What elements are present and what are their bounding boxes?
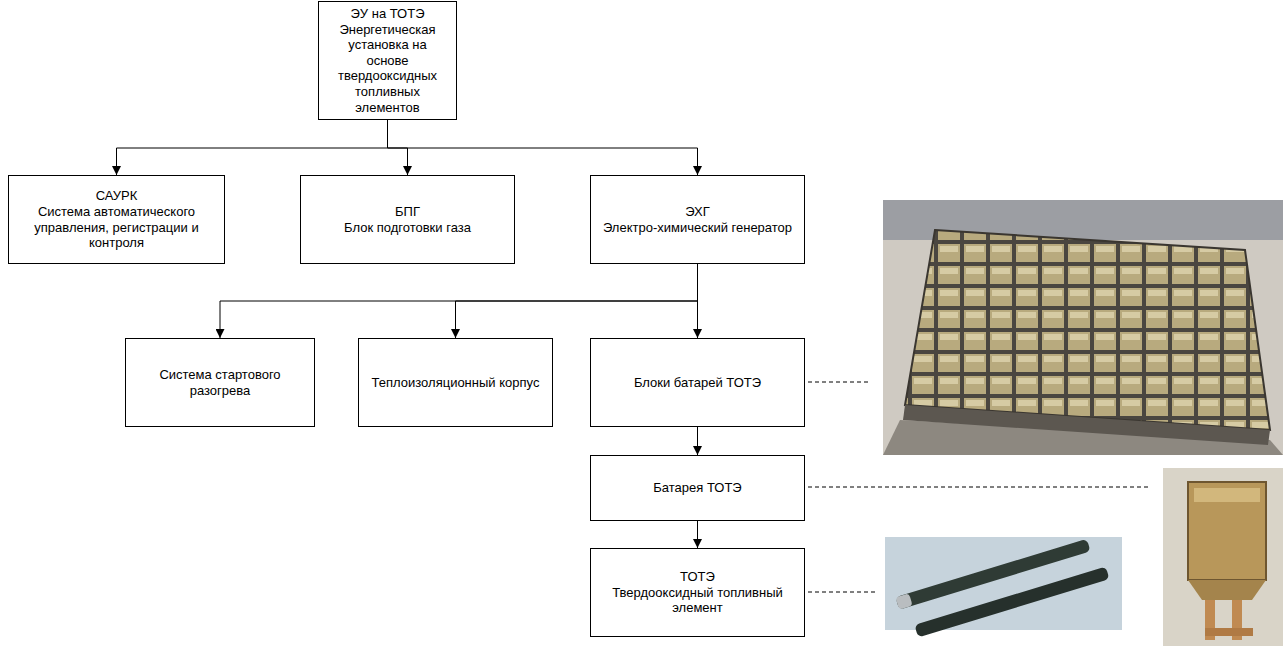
process-box: ТОТЭТвердооксидный топливный элемент xyxy=(590,548,805,637)
process-box: Теплоизоляционный корпус xyxy=(358,338,553,427)
box-title: САУРК xyxy=(96,188,138,204)
box-title: ЭУ на ТОТЭ xyxy=(351,6,425,22)
box-title: Батарея ТОТЭ xyxy=(653,480,741,496)
box-title: БПГ xyxy=(395,204,420,220)
process-box: ЭУ на ТОТЭЭнергетическая установка на ос… xyxy=(318,1,457,120)
box-text: Энергетическая установка на основе тверд… xyxy=(327,22,448,116)
battery-photo xyxy=(1163,468,1283,646)
connector-arrow xyxy=(697,521,698,548)
connector-arrow xyxy=(697,264,698,338)
connector-arrow xyxy=(220,264,698,338)
process-box: Блоки батарей ТОТЭ xyxy=(590,338,805,427)
leader-lines xyxy=(808,382,1150,592)
process-box: БПГБлок подготовки газа xyxy=(300,175,515,264)
box-text: Система автоматического управления, реги… xyxy=(17,204,216,251)
process-box: ЭХГЭлектро-химический генератор xyxy=(590,175,805,264)
box-text: Электро-химический генератор xyxy=(603,220,792,236)
box-title: Система стартового разогрева xyxy=(134,367,306,398)
box-title: ТОТЭ xyxy=(680,569,715,585)
process-box: САУРКСистема автоматического управления,… xyxy=(8,175,225,264)
connector-arrow xyxy=(117,120,388,175)
connector-arrow xyxy=(697,427,698,455)
box-text: Твердооксидный топливный элемент xyxy=(599,585,796,616)
box-title: ЭХГ xyxy=(685,204,710,220)
connector-arrow xyxy=(388,120,698,175)
leader-line xyxy=(808,592,876,593)
box-title: Блоки батарей ТОТЭ xyxy=(634,375,761,391)
connector-arrow xyxy=(456,264,698,338)
box-text: Блок подготовки газа xyxy=(344,220,471,236)
tube-cells-photo xyxy=(885,536,1122,640)
battery-blocks-photo xyxy=(883,200,1283,455)
process-box: Батарея ТОТЭ xyxy=(590,455,805,521)
box-title: Теплоизоляционный корпус xyxy=(372,375,540,391)
leader-line xyxy=(808,487,1150,488)
process-box: Система стартового разогрева xyxy=(125,338,315,427)
leader-line xyxy=(808,382,870,383)
